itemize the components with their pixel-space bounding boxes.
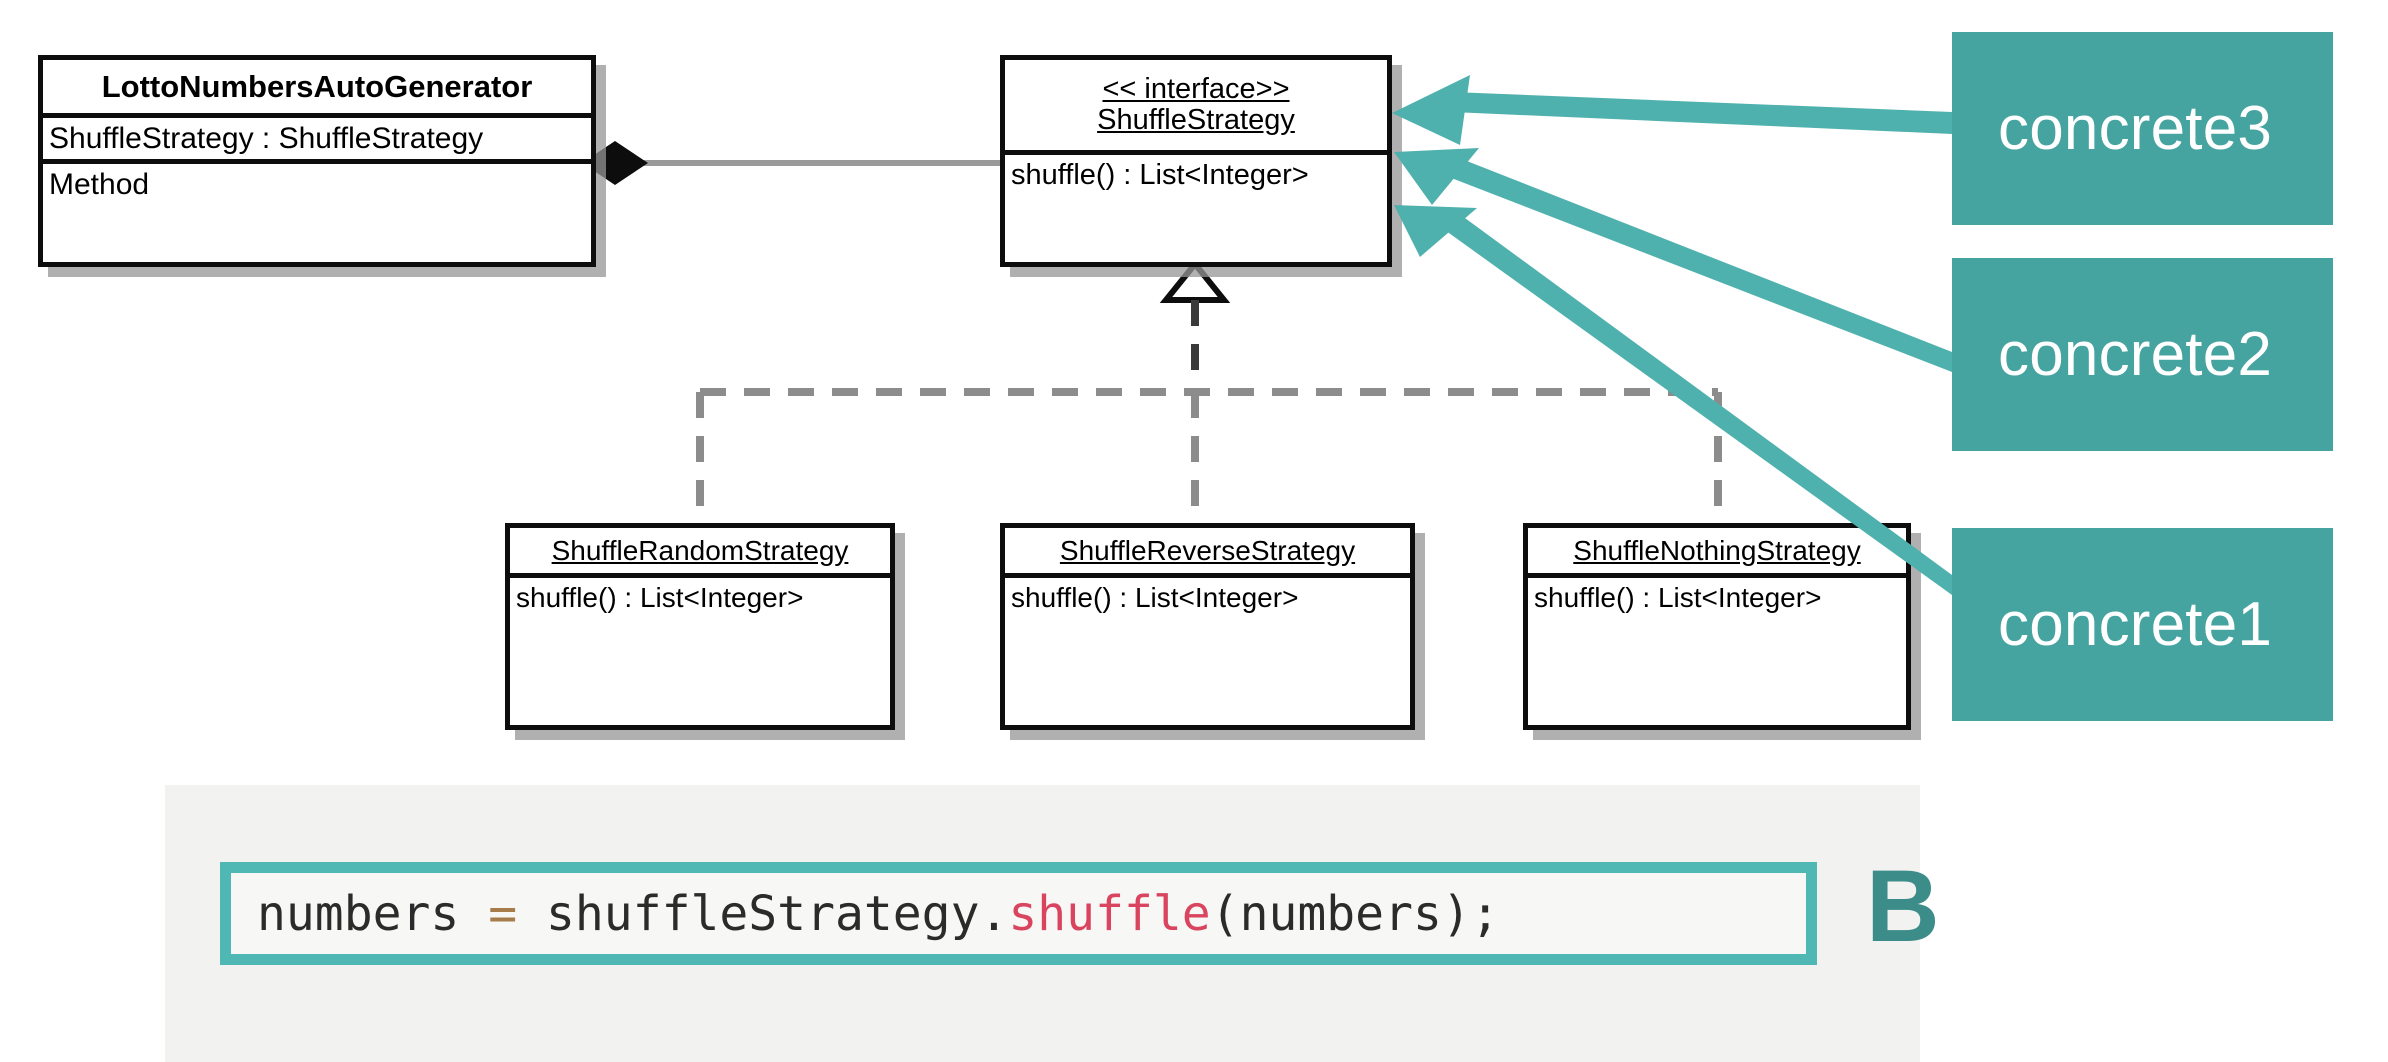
uml-interface-shuffle-strategy[interactable]: << interface>> ShuffleStrategy shuffle()… xyxy=(1000,55,1392,267)
class-name-random: ShuffleRandomStrategy xyxy=(510,528,890,578)
class-name-reverse: ShuffleReverseStrategy xyxy=(1005,528,1410,578)
annotation-arrow-concrete1 xyxy=(1394,205,1952,595)
uml-class-shuffle-random-strategy[interactable]: ShuffleRandomStrategy shuffle() : List<I… xyxy=(505,523,895,730)
callout-label-concrete3: concrete3 xyxy=(1998,94,2273,163)
annotation-arrow-concrete2 xyxy=(1394,148,1952,372)
interface-header: << interface>> ShuffleStrategy xyxy=(1005,60,1387,155)
code-token-pre: numbers xyxy=(257,885,489,942)
composition-diamond xyxy=(582,141,648,185)
uml-class-shuffle-reverse-strategy[interactable]: ShuffleReverseStrategy shuffle() : List<… xyxy=(1000,523,1415,730)
code-token-receiver: shuffleStrategy. xyxy=(517,885,1009,942)
class-methods-reverse: shuffle() : List<Integer> xyxy=(1011,582,1299,613)
callout-label-concrete1: concrete1 xyxy=(1998,590,2273,659)
interface-stereotype: << interface>> xyxy=(1102,73,1290,106)
class-attributes-generator: ShuffleStrategy : ShuffleStrategy xyxy=(43,118,591,164)
code-token-args: (numbers); xyxy=(1210,885,1500,942)
class-methods-generator: Method xyxy=(49,168,150,201)
step-marker-b: B xyxy=(1866,849,1940,963)
code-token-method: shuffle xyxy=(1008,885,1211,942)
callout-concrete3[interactable]: concrete3 xyxy=(1952,32,2333,225)
uml-class-shuffle-nothing-strategy[interactable]: ShuffleNothingStrategy shuffle() : List<… xyxy=(1523,523,1911,730)
class-name-nothing: ShuffleNothingStrategy xyxy=(1528,528,1906,578)
code-snippet-frame[interactable]: numbers = shuffleStrategy.shuffle(number… xyxy=(220,862,1817,965)
interface-methods: shuffle() : List<Integer> xyxy=(1011,159,1309,191)
annotation-arrow-concrete3 xyxy=(1392,75,1952,145)
code-token-assign: = xyxy=(488,885,518,942)
interface-name: ShuffleStrategy xyxy=(1097,104,1295,136)
class-methods-random: shuffle() : List<Integer> xyxy=(516,582,804,613)
class-name-generator: LottoNumbersAutoGenerator xyxy=(43,60,591,118)
callout-label-concrete2: concrete2 xyxy=(1998,320,2273,389)
callout-concrete2[interactable]: concrete2 xyxy=(1952,258,2333,451)
class-methods-nothing: shuffle() : List<Integer> xyxy=(1534,582,1822,613)
uml-class-lotto-numbers-auto-generator[interactable]: LottoNumbersAutoGenerator ShuffleStrateg… xyxy=(38,55,596,267)
callout-concrete1[interactable]: concrete1 xyxy=(1952,528,2333,721)
code-snippet-line: numbers = shuffleStrategy.shuffle(number… xyxy=(231,886,1500,942)
